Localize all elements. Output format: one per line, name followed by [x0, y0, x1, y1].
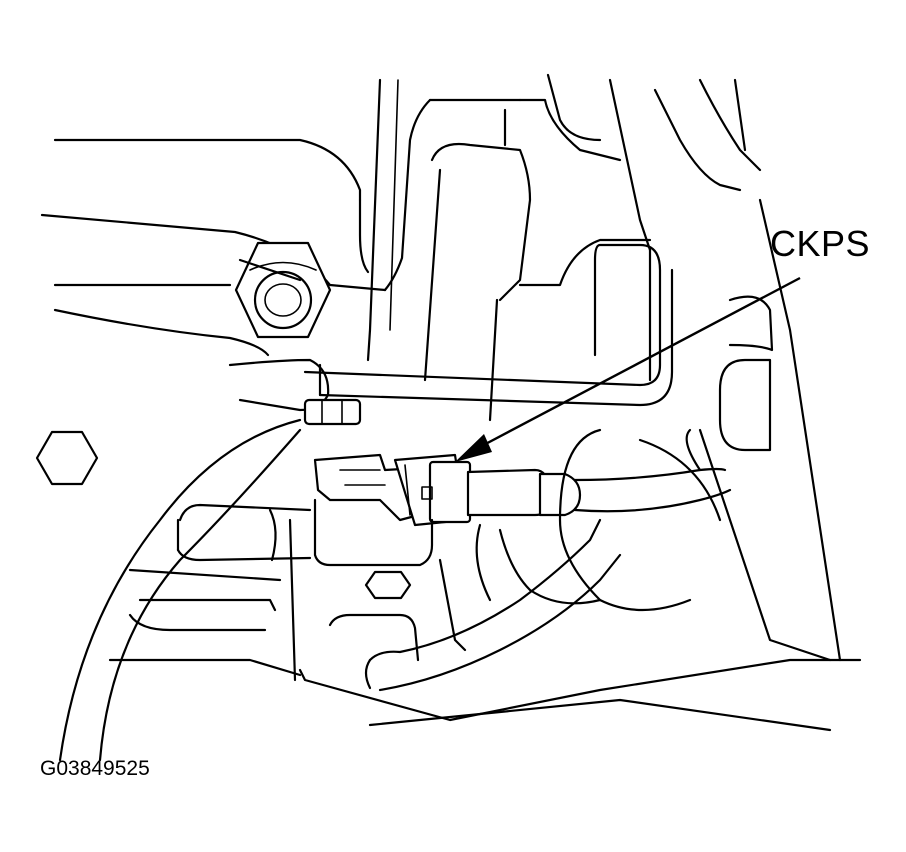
engine-housing [40, 78, 522, 362]
flange-bolt [234, 241, 332, 339]
ckps-callout-label: CKPS [770, 223, 871, 264]
metal-line-tube [228, 243, 674, 412]
sensor-connector [466, 428, 732, 517]
callout-leader-line [477, 276, 801, 450]
mounting-bracket [423, 73, 762, 422]
callout-leader [455, 276, 801, 462]
left-hose [58, 418, 302, 762]
hex-nut-left [35, 430, 99, 486]
lower-outline [288, 518, 862, 732]
crankshaft-position-sensor [313, 453, 472, 527]
right-housing [238, 198, 842, 662]
figure-id-label: G03849525 [40, 757, 150, 780]
tube-clamp-nut [303, 398, 362, 426]
sensor-mount-boss [176, 498, 434, 567]
callout-arrowhead [455, 434, 492, 462]
lower-hoses [364, 428, 722, 692]
sensor-bolt [364, 570, 412, 600]
